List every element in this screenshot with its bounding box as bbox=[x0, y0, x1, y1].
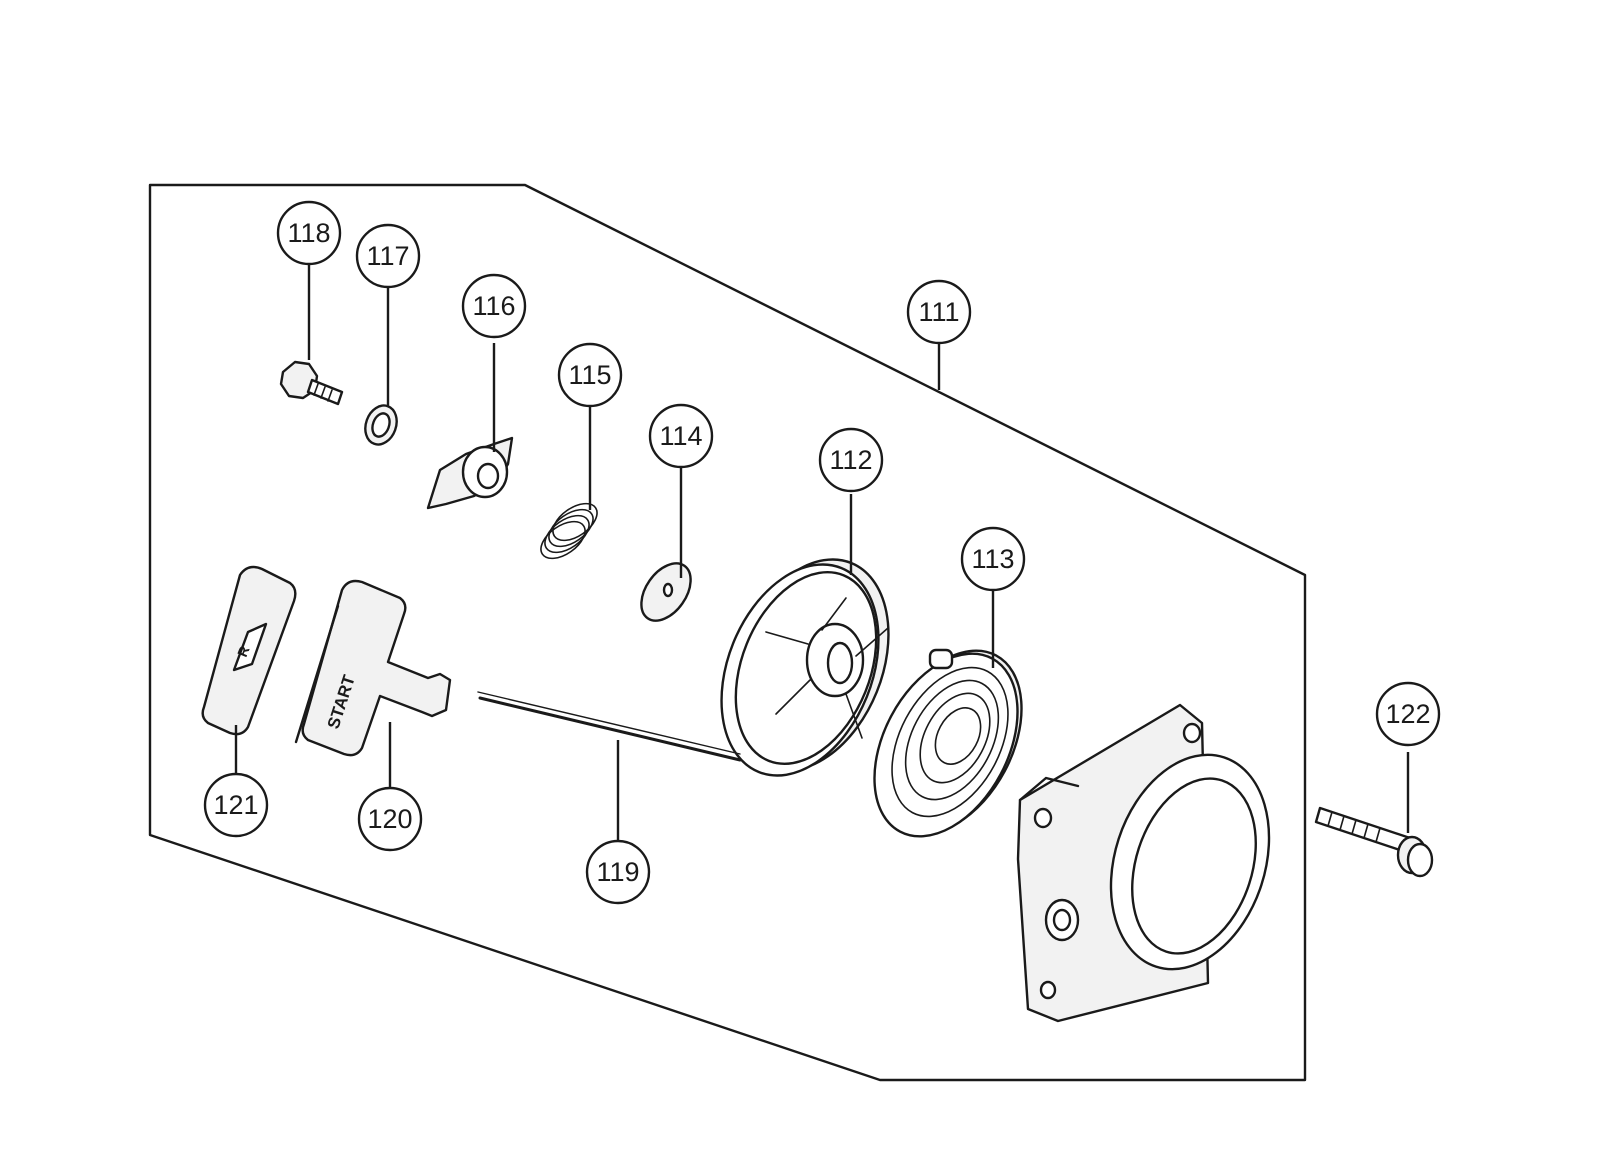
handle-cover-part[interactable]: R bbox=[201, 565, 297, 736]
svg-text:118: 118 bbox=[287, 218, 330, 248]
callout-115[interactable]: 115 bbox=[557, 342, 623, 408]
svg-text:112: 112 bbox=[829, 445, 872, 475]
starter-case-part[interactable] bbox=[1016, 703, 1295, 1023]
callout-120[interactable]: 120 bbox=[357, 786, 423, 852]
callout-111[interactable]: 111 bbox=[906, 279, 972, 345]
rope-part[interactable] bbox=[477, 691, 742, 762]
callout-119[interactable]: 119 bbox=[585, 839, 651, 905]
svg-text:116: 116 bbox=[472, 291, 515, 321]
callout-113[interactable]: 113 bbox=[960, 526, 1026, 592]
svg-text:115: 115 bbox=[568, 360, 611, 390]
ratchet-part[interactable] bbox=[426, 436, 514, 510]
washer-part[interactable] bbox=[631, 554, 700, 629]
bolt-part[interactable] bbox=[279, 360, 344, 406]
pulley-part[interactable] bbox=[692, 536, 918, 799]
callout-112[interactable]: 112 bbox=[818, 427, 884, 493]
callout-117[interactable]: 117 bbox=[355, 223, 421, 289]
svg-text:121: 121 bbox=[213, 790, 258, 820]
svg-text:120: 120 bbox=[367, 804, 412, 834]
callout-118[interactable]: 118 bbox=[276, 200, 342, 266]
callout-114[interactable]: 114 bbox=[648, 403, 714, 469]
svg-text:119: 119 bbox=[596, 857, 639, 887]
svg-text:122: 122 bbox=[1385, 699, 1430, 729]
svg-text:117: 117 bbox=[366, 241, 409, 271]
callout-121[interactable]: 121 bbox=[203, 772, 269, 838]
long-bolt-part[interactable] bbox=[1314, 806, 1434, 878]
callout-122[interactable]: 122 bbox=[1375, 681, 1441, 747]
small-spring-part[interactable] bbox=[534, 496, 603, 566]
small-washer-part[interactable] bbox=[360, 401, 402, 449]
svg-text:114: 114 bbox=[659, 421, 702, 451]
starter-handle-part[interactable]: START bbox=[294, 579, 452, 757]
callout-116[interactable]: 116 bbox=[461, 273, 527, 339]
recoil-spring-part[interactable] bbox=[845, 626, 1051, 860]
assembly-outline bbox=[148, 183, 1307, 1082]
svg-text:111: 111 bbox=[918, 297, 959, 327]
svg-text:113: 113 bbox=[971, 544, 1014, 574]
